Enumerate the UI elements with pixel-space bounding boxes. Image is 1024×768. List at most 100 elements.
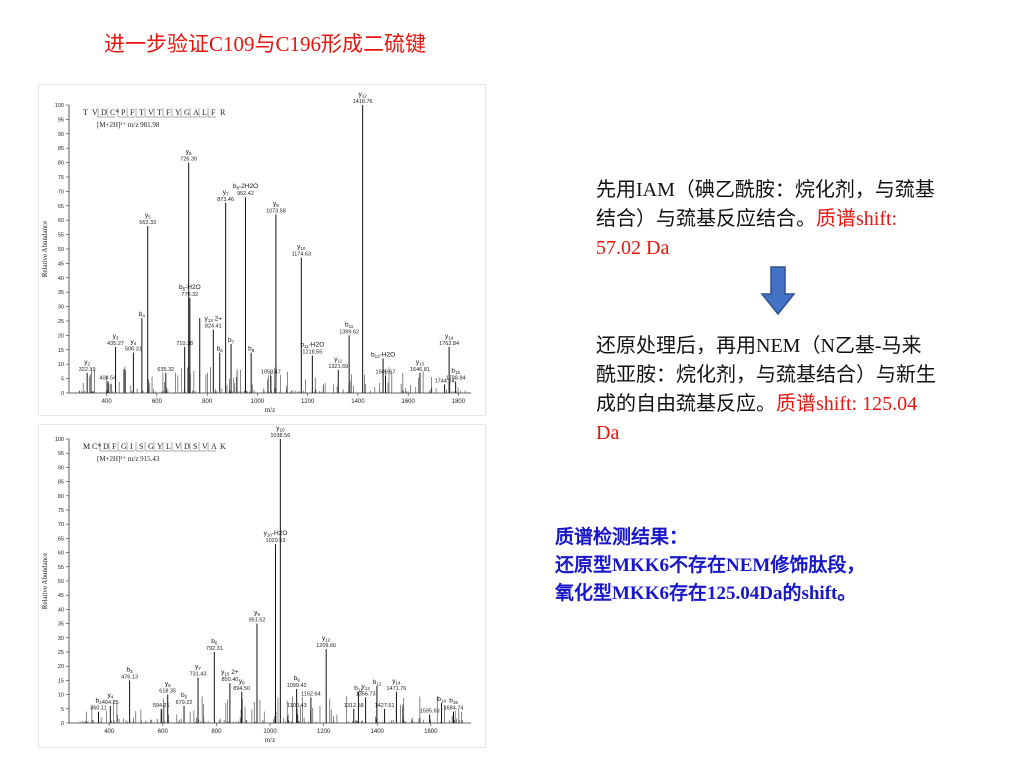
x-tick-label: 800 <box>202 399 213 405</box>
fragment-bracket <box>117 442 126 452</box>
peak-ion-label: y5 <box>145 212 151 220</box>
y-tick-label: 5 <box>61 707 64 713</box>
peak-mz-label: 1509.67 <box>376 370 396 376</box>
peak-ion-label: y3 <box>113 333 119 341</box>
peak-ion-label: b5 <box>181 692 188 700</box>
peak-ion-label: b8-2H2O <box>233 183 258 191</box>
noise-peaks <box>79 366 466 393</box>
peak-mz-label: 476.13 <box>121 674 138 680</box>
y-tick-label: 85 <box>58 480 64 486</box>
spectrum-2-svg: 0510152025303540455055606570758085909510… <box>41 425 471 744</box>
residue: L <box>202 108 207 117</box>
peak-ion-label: b14 <box>437 696 446 704</box>
peak-mz-label: 1595.69 <box>420 708 440 714</box>
peak-ion-label: y8 <box>239 678 245 686</box>
peak-ion-label: y4 <box>107 692 113 700</box>
fragment-bracket <box>207 108 216 118</box>
y-tick-label: 95 <box>58 117 64 123</box>
peak-mz-label: 1356.73 <box>356 691 376 697</box>
y-tick-label: 100 <box>55 103 64 109</box>
fragment-bracket <box>207 442 216 452</box>
y-tick-label: 90 <box>58 132 64 138</box>
y-tick-label: 5 <box>61 377 64 383</box>
fragment-bracket <box>162 442 171 452</box>
peak-mz-label: 594.21 <box>153 703 170 709</box>
peak-ion-label: b8 <box>248 346 255 354</box>
peak-mz-label: 1762.84 <box>439 341 459 347</box>
fragment-bracket <box>126 442 135 452</box>
y-tick-label: 90 <box>58 465 64 471</box>
residue: A <box>211 442 217 451</box>
y-axis-label: Relative Abundance <box>41 553 49 610</box>
y-tick-label: 20 <box>58 664 64 670</box>
y-tick-label: 30 <box>58 636 64 642</box>
spectrum-1-svg: 0510152025303540455055606570758085909510… <box>41 91 471 414</box>
peak-ion-label: b2 <box>95 698 102 706</box>
x-tick-label: 400 <box>102 399 113 405</box>
peak-ion-label: b15 <box>449 698 458 706</box>
y-tick-label: 75 <box>58 508 64 514</box>
residue: D <box>101 108 107 117</box>
peak-ion-label: b3 <box>127 666 134 674</box>
residue: L <box>166 442 171 451</box>
peak-mz-label: 1100.43 <box>287 703 306 709</box>
nem-shift-text: 质谱shift: 125.04 Da <box>596 393 918 444</box>
residue: C* <box>110 108 119 117</box>
y-tick-label: 35 <box>58 622 64 628</box>
fragment-bracket <box>180 108 189 118</box>
residue: V <box>202 442 208 451</box>
peak-mz-label: 850.40 <box>221 677 238 683</box>
y-tick-label: 30 <box>58 305 64 311</box>
fragment-bracket <box>171 442 180 452</box>
peak-mz-label: 1073.58 <box>266 208 286 214</box>
peak-ion-label: b5-H2O <box>179 284 201 292</box>
y-tick-label: 15 <box>58 348 64 354</box>
peak-ion-label: y4 <box>131 339 137 347</box>
fragment-bracket <box>99 442 108 452</box>
peak-ion-label: y12 <box>322 635 331 643</box>
peak-mz-label: 360.11 <box>90 706 106 712</box>
peak-mz-label: 1038.56 <box>270 433 290 439</box>
y-tick-label: 45 <box>58 261 64 267</box>
fragment-bracket <box>198 108 207 118</box>
peak-mz-label: 1427.61 <box>375 703 395 709</box>
y-tick-label: 45 <box>58 593 64 599</box>
x-tick-label: 1000 <box>251 399 265 405</box>
fragment-bracket <box>135 108 144 118</box>
y-tick-label: 55 <box>58 565 64 571</box>
residue: I <box>130 442 133 451</box>
residue: F <box>166 108 171 117</box>
result-block: 质谱检测结果： 还原型MKK6不存在NEM修饰肽段， 氧化型MKK6存在125.… <box>555 524 1015 608</box>
y-tick-label: 25 <box>58 650 64 656</box>
residue: C* <box>92 442 101 451</box>
x-axis-label: m/z <box>265 406 276 414</box>
residue: Y <box>157 442 163 451</box>
peak-ion-label: b7 <box>228 337 235 345</box>
x-tick-label: 1600 <box>402 399 416 405</box>
residue: F <box>211 108 216 117</box>
peak-mz-label: 1218.55 <box>302 350 322 356</box>
fragment-bracket <box>153 442 162 452</box>
y-tick-label: 60 <box>58 218 64 224</box>
peak-ion-label: b15 <box>451 367 460 375</box>
fragment-bracket <box>126 108 135 118</box>
y-tick-label: 65 <box>58 204 64 210</box>
peak-mz-label: 435.27 <box>107 341 124 347</box>
residue: T <box>157 108 162 117</box>
fragment-bracket <box>198 442 207 452</box>
residue: P <box>121 108 126 117</box>
peak-ion-label: y13 <box>416 359 425 367</box>
peak-mz-label: 1646.81 <box>410 367 430 373</box>
peak-ion-label: y11 <box>334 356 342 364</box>
peak-mz-label: 894.50 <box>233 686 250 692</box>
residue: F <box>112 442 117 451</box>
x-tick-label: 1800 <box>452 399 466 405</box>
residue: M <box>83 442 90 451</box>
x-tick-label: 1000 <box>263 729 277 735</box>
peak-ion-label: b13-H2O <box>371 351 395 359</box>
peak-ion-label: y9 <box>254 610 260 618</box>
residue: S <box>139 442 143 451</box>
x-tick-label: 1400 <box>371 729 385 735</box>
